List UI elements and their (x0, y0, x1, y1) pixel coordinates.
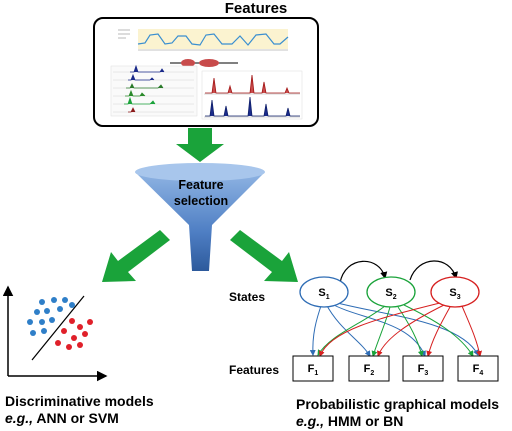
red-class-points (55, 318, 93, 350)
funnel-label-line2: selection (173, 194, 229, 208)
state-label-s3: S3 (449, 287, 460, 301)
discriminative-caption: Discriminative models e.g., ANN or SVM (5, 393, 154, 427)
state-node-s3 (430, 276, 480, 308)
features-panel (93, 17, 319, 127)
feature-label-f2: F2 (364, 363, 375, 377)
funnel-label-line1: Feature (178, 178, 224, 192)
gene-model-thumbnail (170, 59, 238, 67)
signal-peaks-thumbnail (201, 70, 303, 120)
state-node-s1 (299, 276, 349, 308)
feature-node-f1 (292, 355, 334, 382)
graphical-eg: e.g., (296, 413, 325, 429)
down-arrow (176, 128, 224, 162)
right-arrow (230, 230, 298, 282)
transition-arrows (339, 260, 458, 284)
emission-arrows-s2 (317, 304, 474, 357)
feature-node-f2 (348, 355, 390, 382)
feature-label-f1: F1 (308, 363, 319, 377)
state-label-s2: S2 (385, 287, 396, 301)
emission-arrows-s3 (319, 302, 483, 357)
feature-node-f4 (457, 355, 499, 382)
coverage-track-thumbnail (118, 29, 289, 51)
features-title: Features (224, 0, 288, 17)
graphical-title: Probabilistic graphical models (296, 396, 500, 412)
discriminative-examples: e.g., ANN or SVM (5, 410, 154, 427)
state-node-s2 (366, 276, 416, 308)
feature-node-f3 (402, 355, 444, 382)
feature-selection-funnel (135, 163, 265, 271)
feature-label-f4: F4 (473, 363, 484, 377)
graphical-examples: e.g., HMM or BN (296, 413, 499, 430)
decision-boundary (31, 295, 85, 361)
state-label-s1: S1 (318, 287, 329, 301)
discriminative-title: Discriminative models (5, 393, 154, 409)
blue-class-points (27, 297, 75, 336)
discriminative-models: ANN or SVM (33, 410, 119, 426)
features-row-label: Features (229, 363, 280, 377)
discriminative-scatter-plot (2, 285, 108, 382)
emission-arrows-s1 (309, 301, 479, 357)
graphical-caption: Probabilistic graphical models e.g., HMM… (296, 396, 499, 430)
left-arrow (102, 230, 170, 282)
funnel-label: Feature selection (160, 177, 242, 209)
graphical-models: HMM or BN (324, 413, 404, 429)
peak-tracks-thumbnail (110, 64, 198, 117)
states-label: States (229, 290, 266, 304)
discriminative-eg: e.g., (5, 410, 34, 426)
feature-label-f3: F3 (418, 363, 429, 377)
